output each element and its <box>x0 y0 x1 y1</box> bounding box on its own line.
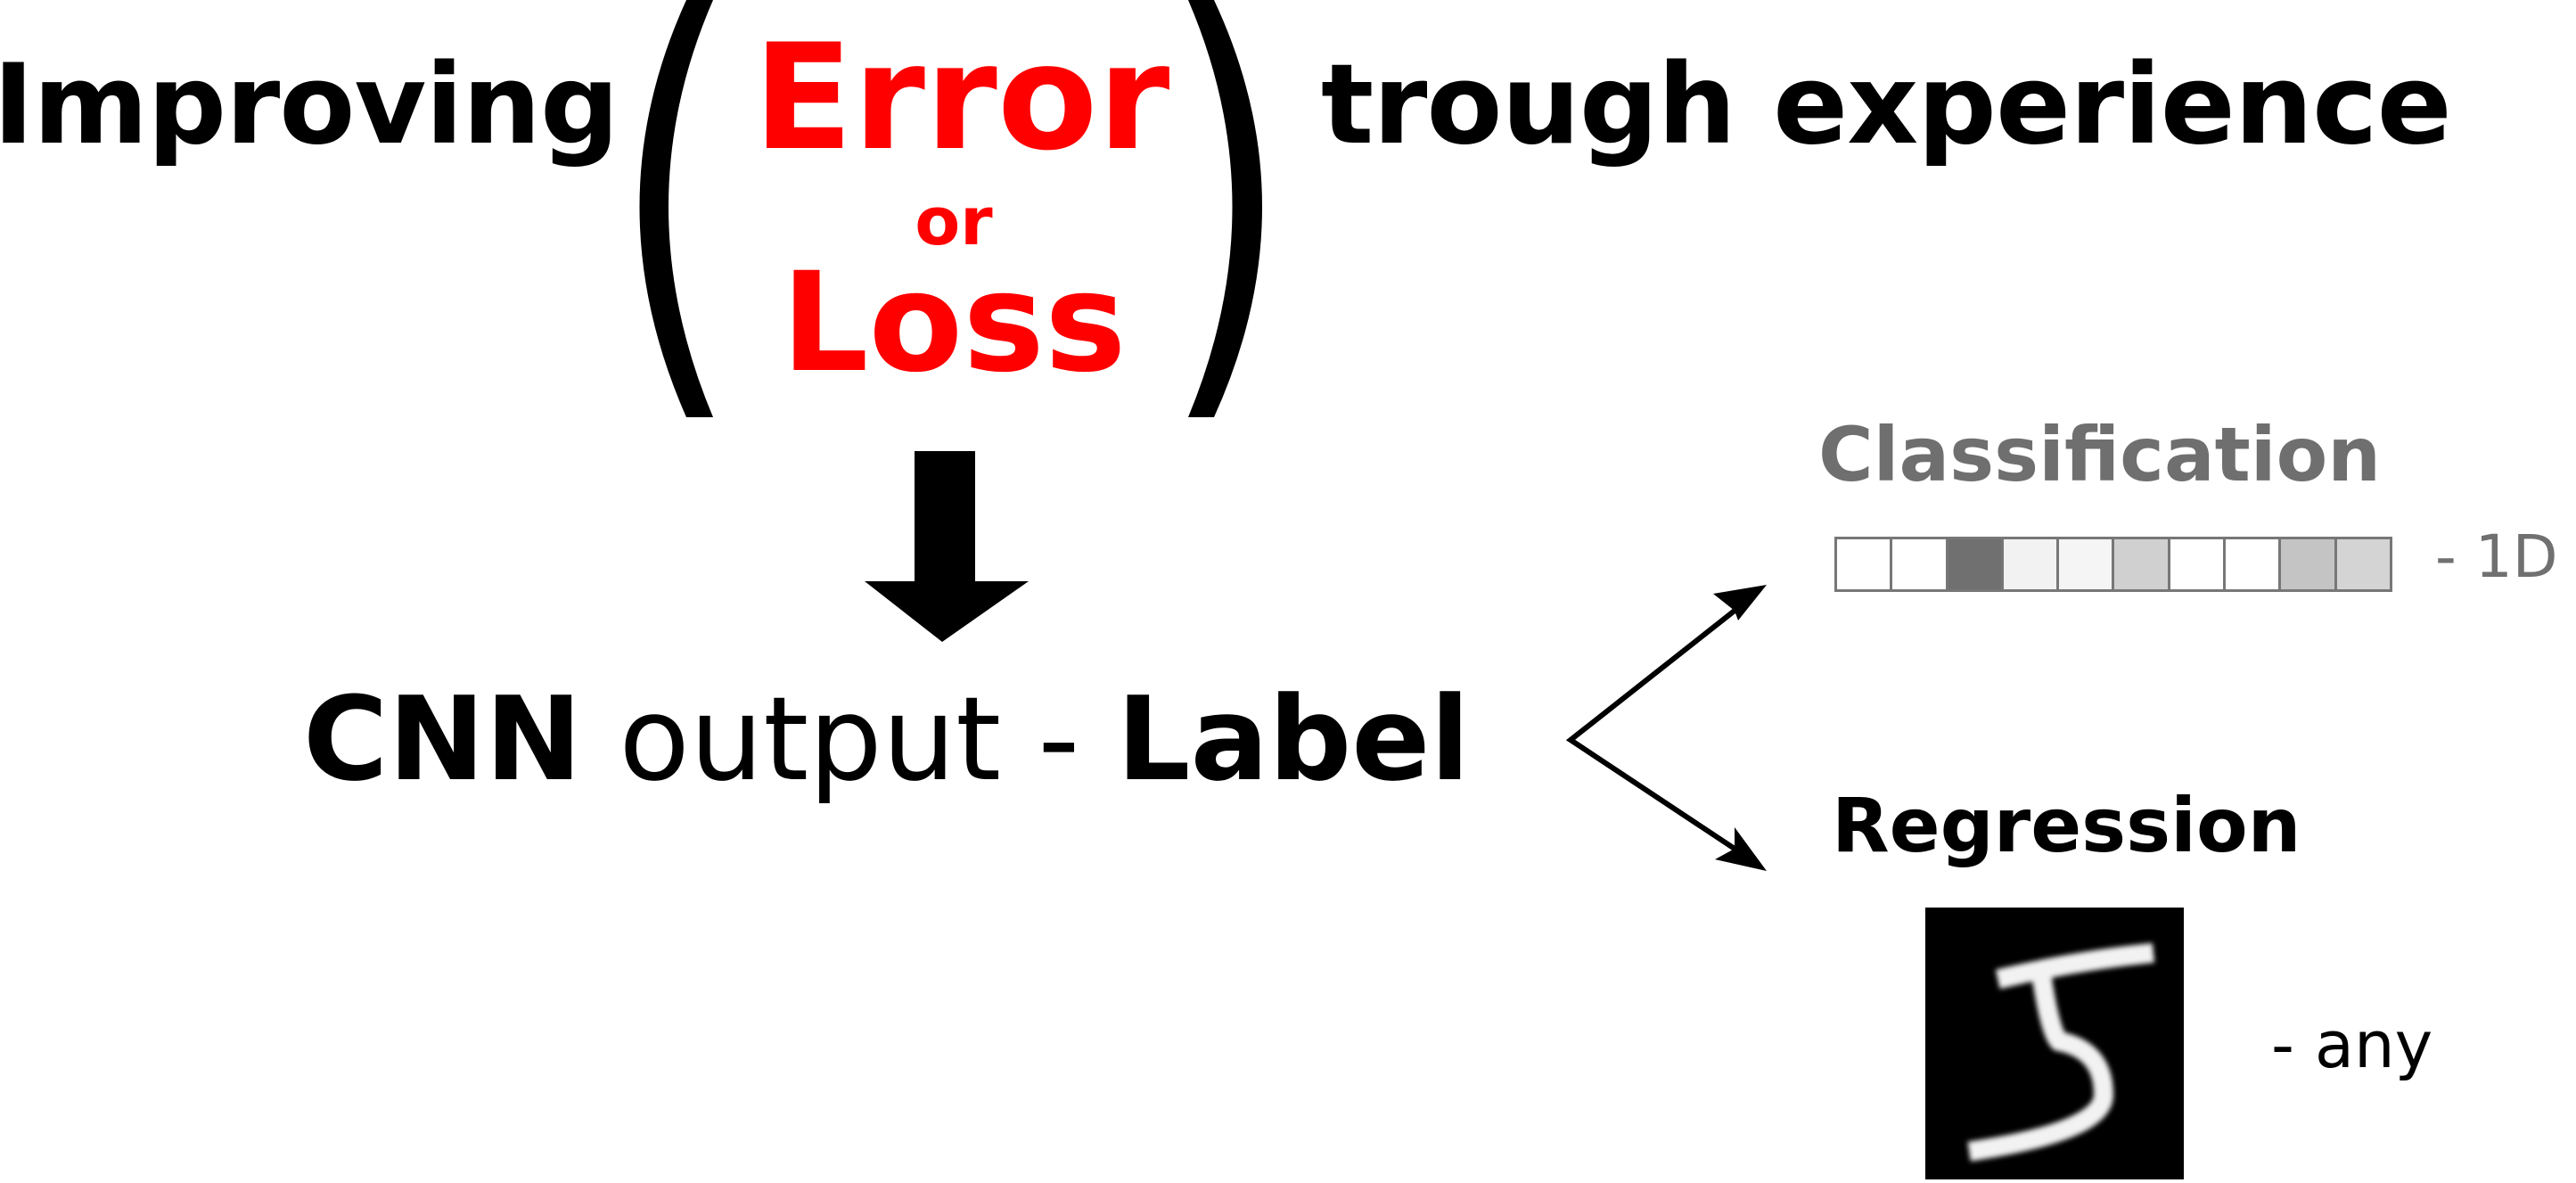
classification-label: Classification <box>1818 411 2382 498</box>
regression-dimension: - any <box>2271 1007 2433 1082</box>
vector-cell <box>2114 539 2170 589</box>
vector-cell <box>2059 539 2115 589</box>
cnn-term: CNN <box>303 671 583 807</box>
down-arrow-icon <box>865 451 1029 642</box>
label-term: Label <box>1116 671 1471 807</box>
title-prefix: Improving <box>0 41 619 169</box>
error-term: Error <box>753 12 1170 183</box>
or-connector: or <box>915 184 993 260</box>
loss-term: Loss <box>781 243 1127 403</box>
vector-cell <box>2003 539 2060 589</box>
right-parenthesis <box>1188 0 1262 417</box>
arrow-down-right-icon <box>1715 827 1767 871</box>
branch-arrow-lines <box>1565 608 1736 851</box>
left-parenthesis <box>639 0 713 417</box>
vector-cell <box>2170 539 2227 589</box>
vector-cell <box>2226 539 2282 589</box>
vector-cell <box>2336 539 2390 589</box>
handwritten-digit-5-image <box>1925 908 2184 1179</box>
arrow-up-right-icon <box>1713 585 1767 620</box>
vector-cell <box>1948 539 2004 589</box>
vector-cell <box>2281 539 2337 589</box>
vector-cell <box>1892 539 1948 589</box>
regression-label: Regression <box>1832 782 2301 869</box>
vector-cell <box>1837 539 1893 589</box>
digit-five-icon <box>1967 942 2155 1162</box>
cnn-output-label-line: CNN output - Label <box>303 681 1470 797</box>
classification-dimension: - 1D <box>2435 522 2558 591</box>
output-term: output - <box>582 671 1117 807</box>
one-hot-vector <box>1834 537 2392 592</box>
title-suffix: trough experience <box>1321 41 2452 169</box>
